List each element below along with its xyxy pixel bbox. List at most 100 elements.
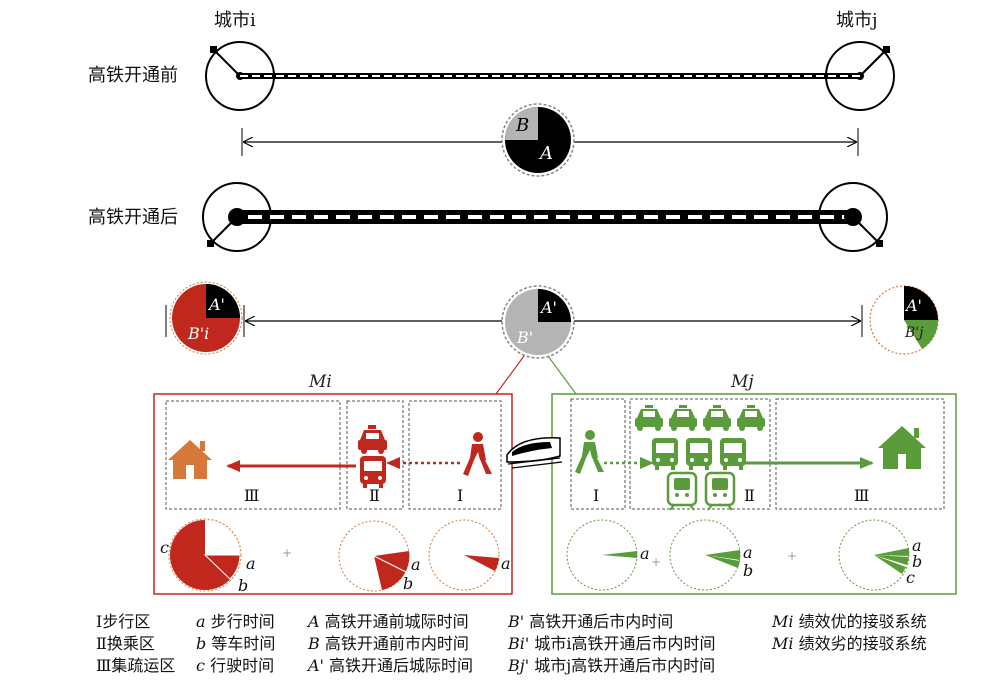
zone-i-right (570, 398, 626, 510)
hsr-train-icon (506, 437, 563, 469)
legend-key2-text: 城市j高铁开通后市内时间 (534, 656, 716, 675)
pie-letter-c-right-big: c (906, 568, 915, 587)
pie-before (501, 103, 575, 177)
taxi-icon (669, 405, 697, 431)
metro-icon (704, 471, 736, 511)
legend-zone: Ⅱ换乘区 (96, 634, 155, 653)
pie-right-a-label: A' (906, 296, 922, 315)
zone-ii-left-label: Ⅱ (369, 486, 380, 505)
bottom-pies-right (566, 519, 910, 591)
pie-letter-a-left-big: a (246, 554, 256, 573)
m-j-label: Mj (731, 372, 754, 392)
legend-key1: A' (308, 656, 324, 675)
box-m-i (153, 393, 513, 595)
bus-icon-left (360, 456, 386, 488)
legend-sym-text: 步行时间 (210, 612, 275, 631)
legend-key1-text: 高铁开通后城际时间 (329, 656, 474, 675)
bus-icon (686, 438, 712, 470)
pie-right-mid (669, 519, 741, 591)
pie-mid-a-label: A' (541, 298, 557, 317)
zone-ii-right (629, 398, 771, 510)
legend-sym: a (196, 612, 206, 631)
legend-key2-text: 高铁开通后市内时间 (529, 612, 674, 631)
pie-letter-a-right-big: a (912, 536, 922, 555)
pie-before-b-label: B (516, 115, 530, 136)
pie-after-left (169, 281, 243, 355)
zone-iii-left-label: Ⅲ (244, 486, 259, 505)
before-section (205, 41, 895, 177)
zone-ii-right-label: Ⅱ (744, 486, 755, 505)
zone-ii-left (346, 400, 404, 510)
m-i-label: Mi (309, 372, 332, 392)
taxi-icon-left (358, 425, 387, 454)
zone-iii-right-label: Ⅲ (854, 486, 869, 505)
legend-sym-text: 行驶时间 (210, 656, 275, 675)
bus-icon (652, 438, 678, 470)
after-section (165, 182, 939, 395)
taxi-icons-right (635, 405, 765, 431)
pie-right-big (838, 519, 910, 591)
pie-after-mid (501, 285, 575, 359)
pie-before-a-label: A (540, 143, 553, 164)
legend-key2: Bi' (508, 634, 530, 653)
pie-letter-b-right-mid: b (743, 561, 754, 580)
taxi-icon (635, 405, 663, 431)
plus-right-1: + (651, 555, 662, 569)
legend-zone: Ⅲ集疏运区 (96, 656, 176, 675)
pie-letter-b-right-big: b (912, 552, 923, 571)
bus-icons-right (652, 438, 746, 470)
legend-key3: Mi (772, 634, 794, 653)
legend-key3-text: 绩效优的接驳系统 (798, 612, 927, 631)
taxi-icon (703, 405, 731, 431)
legend-key1: A (308, 612, 320, 631)
legend-sym: b (196, 634, 207, 653)
house-icon-left (168, 440, 212, 479)
taxi-icon (737, 405, 765, 431)
bottom-pies-left (168, 518, 500, 592)
zone-i-right-label: Ⅰ (593, 486, 599, 505)
after-label: 高铁开通后 (88, 207, 178, 228)
zone-i-left (408, 400, 502, 510)
pie-letter-c-left: c (160, 538, 169, 557)
pie-right-b-label: B'j (905, 325, 924, 341)
pie-letter-a-right-small: a (640, 544, 650, 563)
legend-key3: Mi (772, 612, 794, 631)
pie-letter-b-left-mid: b (403, 574, 414, 593)
zone-iii-right (775, 398, 945, 510)
pie-left-mid (338, 520, 410, 592)
zone-iii-left (165, 400, 341, 510)
pie-letter-b-left-big: b (238, 576, 249, 595)
train-icons-right (666, 471, 736, 511)
pie-left-big (168, 518, 242, 592)
legend-key2: Bj' (508, 656, 530, 675)
legend-key1-text: 高铁开通前市内时间 (324, 634, 469, 653)
legend-key3-text: 绩效劣的接驳系统 (798, 634, 927, 653)
pie-right-small (566, 519, 638, 591)
bus-icon (720, 438, 746, 470)
pie-left-small (428, 519, 500, 591)
box-m-j (551, 393, 957, 595)
walker-icon-left (463, 432, 492, 476)
house-icon-right (878, 426, 926, 469)
pie-mid-b-label: B' (517, 328, 534, 347)
legend-key1: B (308, 634, 320, 653)
pie-letter-a-left-mid: a (411, 555, 421, 574)
zone-i-left-label: Ⅰ (457, 486, 463, 505)
plus-right-2: + (787, 549, 798, 563)
pie-left-b-label: B'i (188, 324, 210, 343)
walker-icon-right (575, 430, 604, 474)
legend-sym: c (196, 656, 205, 675)
city-j-label: 城市j (836, 10, 878, 31)
legend-key2-text: 城市i高铁开通后市内时间 (534, 634, 716, 653)
legend-key2: B' (508, 612, 525, 631)
rail-line-before (240, 73, 860, 79)
plus-left: + (282, 546, 293, 560)
pie-letter-a-left-small: a (501, 554, 511, 573)
pie-letter-a-right-mid: a (743, 543, 753, 562)
legend-zone: Ⅰ步行区 (96, 612, 151, 631)
pie-left-a-label: A' (209, 295, 225, 314)
metro-icon (666, 471, 698, 511)
before-label: 高铁开通前 (88, 65, 178, 86)
